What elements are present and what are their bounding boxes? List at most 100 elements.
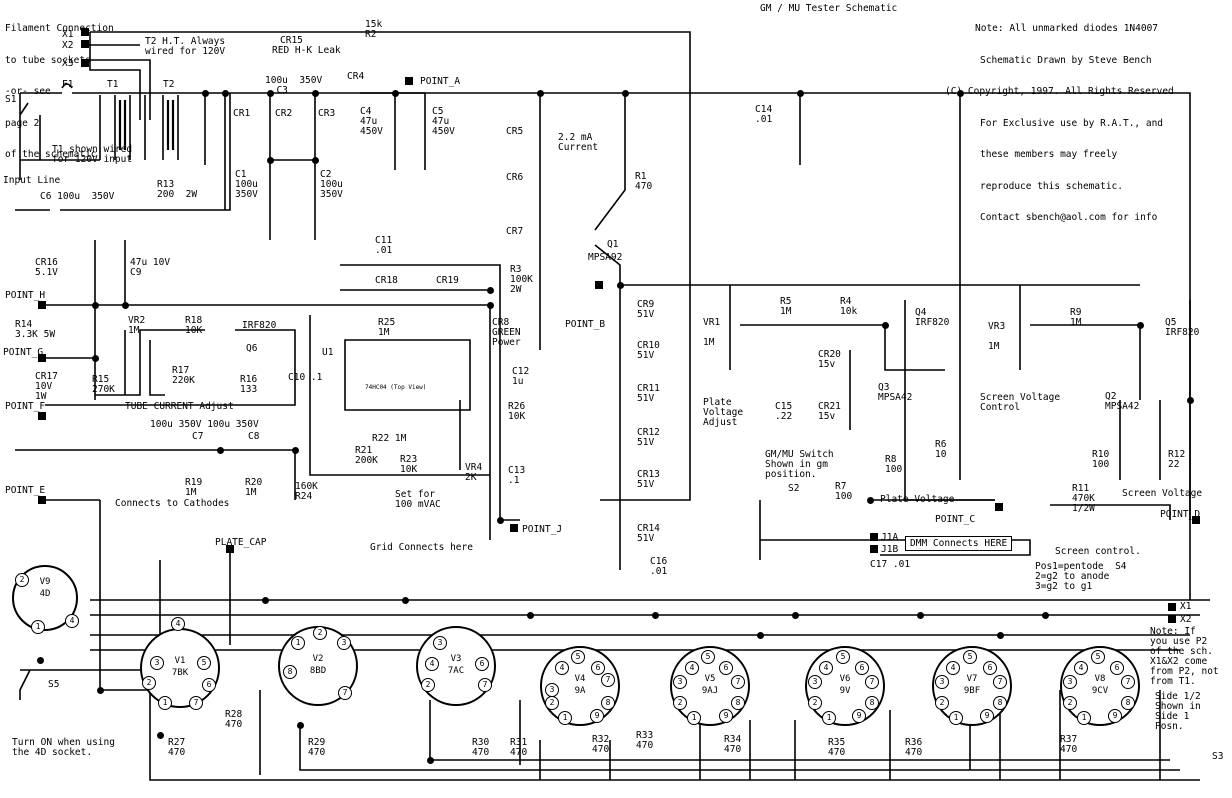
cr19-label: CR19 xyxy=(436,275,459,286)
r17-label: R17 220K xyxy=(172,365,195,386)
c6-wire xyxy=(15,93,231,211)
v1-pin-4: 4 xyxy=(171,617,185,631)
v3-pin-2: 2 xyxy=(421,678,435,692)
r29-label: R29 470 xyxy=(308,737,326,758)
c14-label: C14 .01 xyxy=(755,104,773,125)
point-c-label: POINT_C xyxy=(935,514,976,525)
r2-label: 15k R2 xyxy=(365,19,383,40)
irf820-q6-label: IRF820 xyxy=(242,320,277,331)
v7-pin-4: 4 xyxy=(946,661,960,675)
v8-id: V8 xyxy=(1094,674,1106,684)
s2-wires xyxy=(759,500,1031,560)
v4-id: V4 xyxy=(574,674,586,684)
reg-chain xyxy=(539,93,626,350)
c7-label: C7 xyxy=(192,431,204,442)
point-a-terminal xyxy=(405,77,413,85)
vr4-label: VR4 2K xyxy=(465,462,483,483)
r30-label: R30 470 xyxy=(472,737,490,758)
junction-dot xyxy=(1186,396,1194,404)
s2-label: S2 xyxy=(788,483,800,494)
v3-type: 7AC xyxy=(447,666,465,676)
switch-s1 xyxy=(19,93,29,180)
v5-pin-1: 1 xyxy=(687,711,701,725)
v7-pin-8: 8 xyxy=(993,696,1007,710)
v3-pin-7: 7 xyxy=(478,678,492,692)
c12-label: C12 1u xyxy=(512,366,530,387)
plate-cap-wire xyxy=(159,545,231,645)
v6-id: V6 xyxy=(839,674,851,684)
r32-label: R32 470 xyxy=(592,734,610,755)
v2-pin-3: 3 xyxy=(337,636,351,650)
r11-label: R11 470K 1/2W xyxy=(1072,483,1095,514)
v5-pin-8: 8 xyxy=(731,696,745,710)
s1-label: S1 xyxy=(5,94,17,105)
x2-terminal xyxy=(81,40,89,48)
junction-dot xyxy=(156,731,164,739)
point-e-label: POINT_E xyxy=(5,485,46,496)
v9-id: V9 xyxy=(39,577,51,587)
fuse-f1 xyxy=(61,83,73,89)
grid-connects-label: Grid Connects here xyxy=(370,542,473,553)
mpsa92-label: MPSA92 xyxy=(588,252,623,263)
v5-id: V5 xyxy=(704,674,716,684)
filament-note-line-5: of the schematic xyxy=(5,149,97,160)
junction-dot xyxy=(496,516,504,524)
cr16-label: CR16 5.1V xyxy=(35,257,58,278)
cr3-label: CR3 xyxy=(318,108,336,119)
c3-label: 100u 350V C3 xyxy=(265,75,323,96)
r7-label: R7 100 xyxy=(835,481,853,502)
c1-label: C1 100u 350V xyxy=(235,169,258,200)
q1-label: Q1 xyxy=(607,239,619,250)
junction-dot xyxy=(916,611,924,619)
v5-pin-7: 7 xyxy=(731,675,745,689)
cathode-wire xyxy=(45,499,101,690)
junction-dot xyxy=(486,286,494,294)
cr1-label: CR1 xyxy=(233,108,251,119)
r9-label: R9 1M xyxy=(1070,307,1082,328)
vr2-wires xyxy=(94,240,205,400)
v7-pin-2: 2 xyxy=(935,696,949,710)
v2-id: V2 xyxy=(312,654,324,664)
filament-note-line-4: page 2 xyxy=(5,117,40,129)
x3-terminal xyxy=(81,59,89,67)
point-d-label: POINT_D xyxy=(1160,509,1201,520)
junction-dot xyxy=(401,596,409,604)
c9-label: 47u 10V C9 xyxy=(130,257,171,278)
junction-dot xyxy=(536,89,544,97)
q3-label: Q3 MPSA42 xyxy=(878,382,913,403)
plate-voltage-adjust-label: Plate Voltage Adjust xyxy=(703,397,744,428)
screen-voltage-control-label: Screen Voltage Control xyxy=(980,392,1061,413)
x1-right-terminal xyxy=(1168,603,1176,611)
junction-dot xyxy=(881,321,889,329)
v6-pin-4: 4 xyxy=(819,661,833,675)
s3-label: S3 xyxy=(1212,751,1224,762)
v2-type: 8BD xyxy=(309,666,327,676)
u1-label: U1 xyxy=(322,347,334,358)
junction-dot xyxy=(201,89,209,97)
r34-label: R34 470 xyxy=(724,734,742,755)
r10-label: R10 100 xyxy=(1092,449,1110,470)
s5-label: S5 xyxy=(48,679,60,690)
q5-label: Q5 IRF820 xyxy=(1165,317,1200,338)
junction-dot xyxy=(296,721,304,729)
f1-label: F1 xyxy=(62,79,74,90)
v2-pin-1: 1 xyxy=(291,636,305,650)
v6-pin-2: 2 xyxy=(808,696,822,710)
r12-label: R12 22 xyxy=(1168,449,1186,470)
cr18-label: CR18 xyxy=(375,275,398,286)
r20-label: R20 1M xyxy=(245,477,263,498)
plate-cap-label: PLATE_CAP xyxy=(215,537,267,548)
r37-label: R37 470 xyxy=(1060,734,1078,755)
v4-pin-3: 3 xyxy=(545,683,559,697)
v6-pin-5: 5 xyxy=(836,650,850,664)
r22-label: R22 1M xyxy=(372,433,407,444)
junction-dot xyxy=(651,611,659,619)
ic-label: 74HC04 (Top View) xyxy=(365,384,427,391)
junction-dot xyxy=(91,301,99,309)
x3-label: X3 xyxy=(62,58,74,69)
point-e-terminal xyxy=(38,496,46,504)
cr8-label: CR8 GREEN Power xyxy=(492,317,521,348)
v7-pin-9: 9 xyxy=(980,709,994,723)
v1-pin-5: 5 xyxy=(197,656,211,670)
